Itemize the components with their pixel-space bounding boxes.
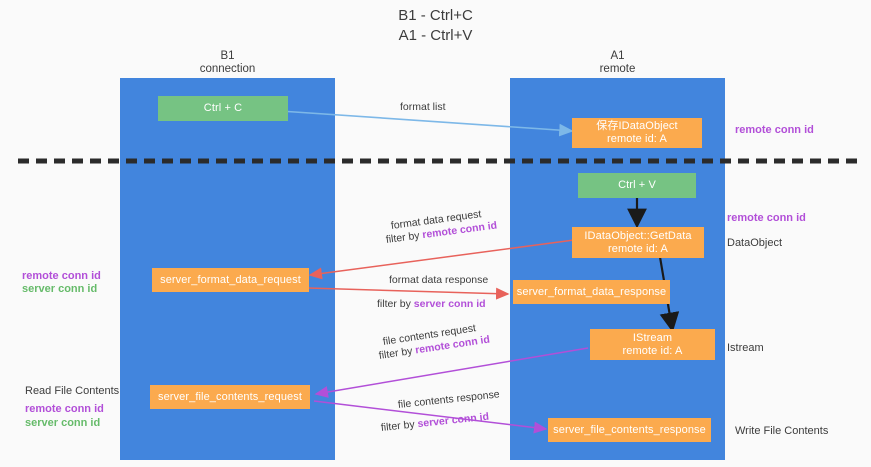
node-server-file-contents-response[interactable]: server_file_contents_response (548, 418, 711, 442)
node-ctrl-c[interactable]: Ctrl + C (158, 96, 288, 121)
annotation-dataobject: DataObject (727, 237, 783, 249)
annotation-istream: Istream (727, 342, 764, 354)
node-remote-dataobject-line1: 保存IDataObject (596, 120, 678, 132)
annotation-left-server-conn-id: server conn id (22, 283, 98, 295)
node-server-format-data-request[interactable]: server_format_data_request (152, 268, 309, 292)
edge-file-contents-request (314, 347, 589, 398)
annotation-remote-conn-id-top: remote conn id (735, 124, 814, 136)
node-idataobject-getdata-line2: remote id: A (608, 242, 668, 255)
node-server-file-contents-request[interactable]: server_file_contents_request (150, 385, 310, 409)
page-title: B1 - Ctrl+C A1 - Ctrl+V (398, 7, 473, 44)
edge-format-data-request (308, 239, 575, 280)
edge-label-format-data-response: format data response (389, 274, 489, 286)
node-ctrl-c-label: Ctrl + C (203, 102, 243, 114)
node-server-format-data-response[interactable]: server_format_data_response (513, 280, 670, 304)
node-server-file-contents-response-label: server_file_contents_response (553, 423, 706, 436)
annotation-remote-conn-id-mid: remote conn id (727, 212, 806, 224)
node-ctrl-v[interactable]: Ctrl + V (578, 173, 696, 198)
node-server-format-data-response-label: server_format_data_response (516, 285, 667, 298)
edge-label-format-data-response-filter: filter by server conn id (377, 298, 486, 311)
annotation-left-remote-conn-id: remote conn id (22, 270, 101, 282)
column-header-b1: B1 connection (199, 50, 256, 75)
edge-format-list (279, 110, 574, 137)
node-istream[interactable]: IStream remote id: A (590, 329, 715, 360)
node-idataobject-getdata-line1: IDataObject::GetData (584, 229, 692, 242)
filter-prefix: filter by (377, 298, 414, 310)
node-istream-line2: remote id: A (622, 344, 683, 357)
node-remote-dataobject-line2: remote id: A (607, 133, 667, 145)
node-remote-dataobject[interactable]: 保存IDataObject remote id: A (572, 118, 702, 148)
edge-label-format-list: format list (400, 101, 446, 113)
node-server-format-data-request-label: server_format_data_request (160, 273, 301, 286)
filter-prefix: filter by (380, 418, 419, 434)
annotation-left-bottom-remote-conn-id: remote conn id (25, 403, 104, 415)
node-idataobject-getdata[interactable]: IDataObject::GetData remote id: A (572, 227, 704, 258)
node-server-file-contents-request-label: server_file_contents_request (157, 390, 303, 403)
annotation-left-bottom-server-conn-id: server conn id (25, 417, 101, 429)
annotation-write-file-contents: Write File Contents (735, 425, 829, 437)
edge-file-contents-response (313, 400, 548, 434)
annotation-read-file-contents: Read File Contents (25, 385, 120, 397)
filter-keyword-server-conn-id: server conn id (413, 298, 486, 310)
node-ctrl-v-label: Ctrl + V (618, 179, 656, 191)
column-header-a1: A1 remote (599, 50, 636, 75)
edge-format-data-response (307, 287, 510, 300)
node-istream-line1: IStream (632, 331, 673, 344)
